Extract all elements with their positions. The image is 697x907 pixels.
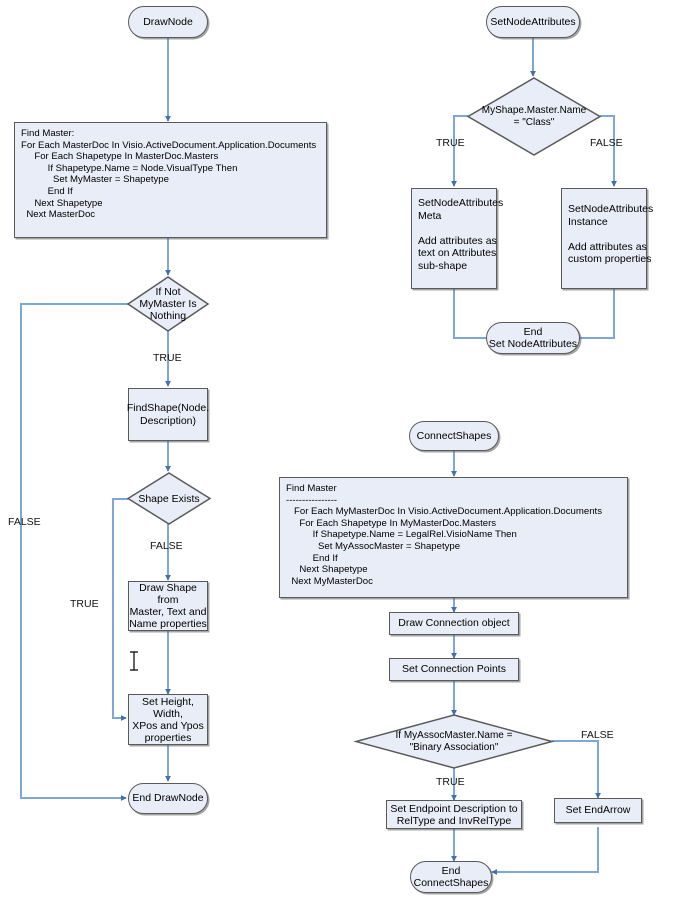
text-ibeam-cursor <box>130 651 138 671</box>
edge-label-false-binary-association: FALSE <box>581 729 614 741</box>
process-draw-connection-object[interactable]: Draw Connection object <box>389 612 519 635</box>
decision-shape-exists[interactable]: Shape Exists <box>126 472 212 525</box>
process-draw-shape-from-master[interactable]: Draw Shape from Master, Text and Name pr… <box>128 581 208 631</box>
connectshapes-end-terminator[interactable]: End ConnectShapes <box>410 861 492 893</box>
drawnode-end-terminator[interactable]: End DrawNode <box>128 783 208 814</box>
setnodeattributes-end-terminator[interactable]: End Set NodeAttributes <box>486 322 580 354</box>
decision-if-not-mymaster-is-nothing[interactable]: If Not MyMaster Is Nothing <box>126 276 210 332</box>
edge-label-false-mymaster: FALSE <box>8 516 41 528</box>
process-set-endarrow[interactable]: Set EndArrow <box>554 798 642 823</box>
process-set-height-width-xpos-ypos[interactable]: Set Height, Width, XPos and Ypos propert… <box>128 694 208 745</box>
setnodeattributes-start-terminator[interactable]: SetNodeAttributes <box>486 6 580 38</box>
edge-label-true-shape-exists: TRUE <box>70 598 99 610</box>
process-setnodeattributes-meta[interactable]: SetNodeAttributes Meta Add attributes as… <box>411 188 503 289</box>
edge-label-true-mymaster: TRUE <box>153 352 182 364</box>
drawnode-find-master-code-block[interactable]: Find Master: For Each MasterDoc In Visio… <box>14 122 327 238</box>
connectshapes-find-master-code-block[interactable]: Find Master ---------------- For Each My… <box>279 477 628 598</box>
connectshapes-start-terminator[interactable]: ConnectShapes <box>409 421 499 451</box>
edge-label-true-binary-association: TRUE <box>436 776 465 788</box>
edge-label-false-class: FALSE <box>590 137 623 149</box>
process-set-endpoint-description[interactable]: Set Endpoint Description to RelType and … <box>386 800 522 829</box>
process-setnodeattributes-instance[interactable]: SetNodeAttributes Instance Add attribute… <box>561 188 653 289</box>
process-set-connection-points[interactable]: Set Connection Points <box>389 658 519 681</box>
process-findshape[interactable]: FindShape(Node. Description) <box>127 388 209 441</box>
decision-binary-association[interactable]: If MyAssocMaster.Name = "Binary Associat… <box>353 714 555 769</box>
edge-label-false-shape-exists: FALSE <box>150 540 183 552</box>
drawnode-start-terminator[interactable]: DrawNode <box>128 6 208 38</box>
decision-myshape-master-name-class[interactable]: MyShape.Master.Name = "Class" <box>466 77 602 156</box>
edge-label-true-class: TRUE <box>436 137 465 149</box>
